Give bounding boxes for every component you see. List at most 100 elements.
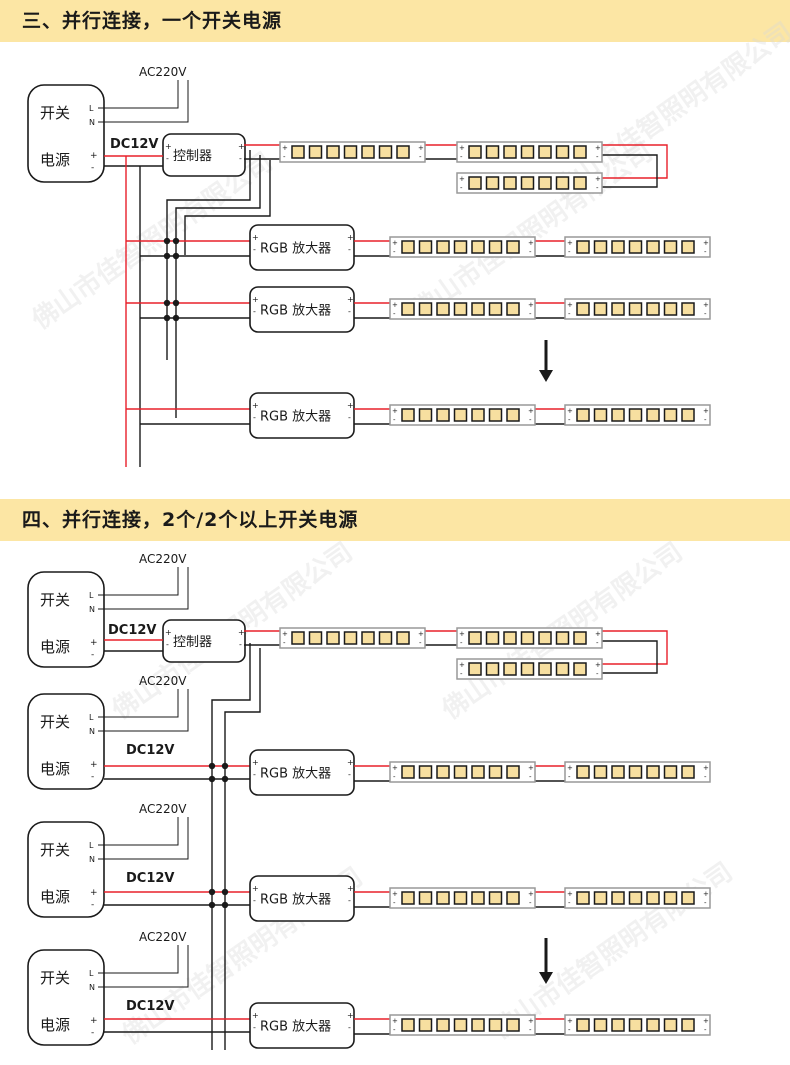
led-chip	[573, 631, 587, 645]
terminal-label: +	[595, 144, 601, 152]
led-chip	[418, 891, 433, 905]
junction-dot	[172, 299, 180, 307]
terminal-label: +	[90, 1016, 98, 1026]
led-chip	[361, 631, 375, 645]
power-supply-label: 开关	[40, 104, 70, 122]
wire-red	[601, 144, 668, 179]
terminal-label: +	[703, 1017, 709, 1025]
led-chip	[555, 662, 570, 676]
led-chip	[326, 145, 340, 159]
led-chip	[488, 408, 503, 422]
led-chip	[436, 765, 450, 779]
led-chip	[436, 1018, 450, 1032]
terminal-label: +	[703, 764, 709, 772]
ac-wire-n	[98, 945, 189, 988]
led-chip	[326, 631, 340, 645]
led-chip	[503, 631, 517, 645]
terminal-label: -	[704, 773, 707, 781]
controller-box	[162, 133, 246, 177]
led-chip	[573, 145, 587, 159]
terminal-label: -	[568, 310, 571, 318]
led-strip: +-+-	[564, 404, 711, 426]
led-chip	[593, 408, 608, 422]
led-chip	[520, 176, 535, 190]
terminal-label: +	[528, 890, 534, 898]
dc-output-label: DC12V	[110, 137, 158, 152]
signal-wire	[184, 160, 271, 255]
terminal-label: +	[703, 301, 709, 309]
terminal-label: -	[393, 1026, 396, 1034]
terminal-label: +	[347, 401, 354, 410]
led-chip	[538, 145, 552, 159]
terminal-label: +	[282, 144, 288, 152]
terminal-label: +	[90, 760, 98, 770]
led-chip	[436, 891, 450, 905]
controller-label: 控制器	[173, 149, 212, 164]
terminal-label: -	[460, 670, 463, 678]
led-chip	[681, 1018, 695, 1032]
led-chip	[593, 765, 608, 779]
led-chip	[611, 408, 625, 422]
led-chip	[681, 891, 695, 905]
led-chip	[308, 631, 323, 645]
terminal-label: -	[253, 896, 256, 905]
terminal-label: -	[393, 899, 396, 907]
terminal-label: -	[596, 184, 599, 192]
ac-wire-n	[98, 80, 189, 123]
power-supply-label: 开关	[40, 713, 70, 731]
junction-dot	[163, 237, 171, 245]
led-chip	[576, 891, 590, 905]
terminal-label: +	[347, 1011, 354, 1020]
led-chip	[506, 240, 520, 254]
led-chip	[646, 302, 660, 316]
terminal-label: N	[89, 605, 95, 614]
terminal-label: +	[347, 295, 354, 304]
terminal-label: +	[528, 764, 534, 772]
wire-red	[601, 630, 668, 665]
ac-input-label: AC220V	[139, 552, 187, 566]
led-chip	[453, 302, 468, 316]
terminal-label: -	[393, 248, 396, 256]
terminal-label: -	[419, 639, 422, 647]
terminal-label: +	[252, 401, 259, 410]
led-chip	[418, 765, 433, 779]
terminal-label: -	[393, 310, 396, 318]
terminal-label: +	[347, 758, 354, 767]
rgb-amplifier-label: RGB 放大器	[260, 304, 331, 319]
signal-wire	[175, 155, 261, 418]
led-chip	[611, 240, 625, 254]
junction-dot	[208, 901, 216, 909]
rgb-amplifier-box	[249, 875, 355, 922]
led-chip	[520, 662, 535, 676]
controller: 控制器++--	[162, 133, 246, 177]
terminal-label: +	[595, 661, 601, 669]
signal-wire	[166, 150, 251, 360]
terminal-label: -	[596, 153, 599, 161]
terminal-label: L	[89, 969, 94, 978]
led-chip	[453, 891, 468, 905]
led-chip	[485, 176, 500, 190]
terminal-label: +	[347, 233, 354, 242]
power-supply-box	[27, 821, 105, 918]
rgb-amplifier-label: RGB 放大器	[260, 410, 331, 425]
terminal-label: +	[567, 239, 573, 247]
power-supply-label: 电源	[40, 638, 70, 656]
terminal-label: +	[238, 142, 245, 151]
led-chip	[576, 408, 590, 422]
terminal-label: +	[252, 884, 259, 893]
led-chip	[576, 1018, 590, 1032]
signal-wire	[211, 643, 251, 1050]
terminal-label: N	[89, 983, 95, 992]
terminal-label: +	[392, 301, 398, 309]
led-chip	[343, 631, 358, 645]
junction-dot	[221, 775, 229, 783]
led-chip	[418, 1018, 433, 1032]
led-chip	[378, 631, 393, 645]
rgb-amplifier-box	[249, 749, 355, 796]
terminal-label: -	[239, 640, 242, 649]
terminal-label: -	[348, 245, 351, 254]
terminal-label: +	[459, 144, 465, 152]
led-chip	[593, 1018, 608, 1032]
